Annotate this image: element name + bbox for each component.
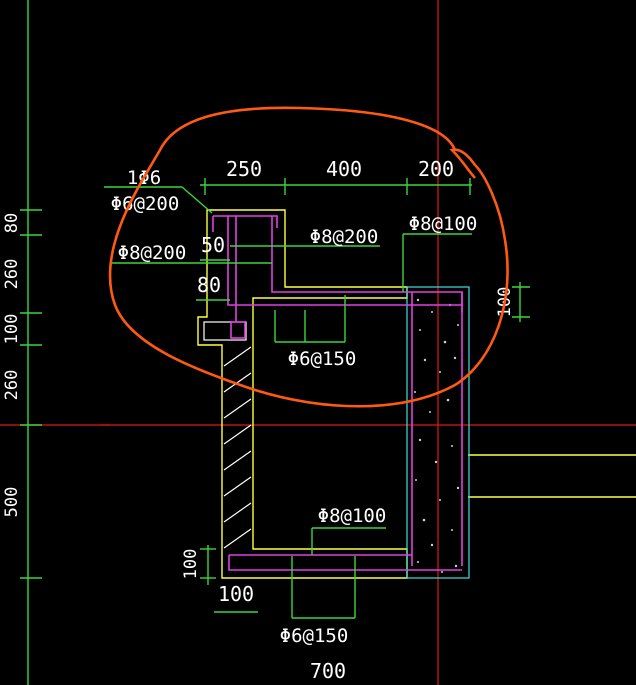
bottom-slab-bottom-rebar <box>228 555 462 571</box>
top-dim-250: 250 <box>226 157 262 181</box>
dim-700: 700 <box>310 659 346 683</box>
left-dim-500: 500 <box>2 487 22 518</box>
left-dim-260-upper: 260 <box>2 259 22 290</box>
leader <box>181 186 213 214</box>
note-phi6-200: Φ6@200 <box>111 193 180 215</box>
dim-50: 50 <box>201 233 225 257</box>
note-phi8-100-bottom: Φ8@100 <box>318 505 387 527</box>
top-rebar <box>213 215 278 228</box>
top-dim-200: 200 <box>418 157 454 181</box>
note-phi8-200-mid: Φ8@200 <box>310 226 379 248</box>
edge-block <box>203 321 247 341</box>
note-phi8-200-left: Φ8@200 <box>118 242 187 264</box>
left-dim-100: 100 <box>2 314 22 345</box>
edge-stirrup <box>230 321 246 339</box>
right-dim-100-group: 100 <box>495 282 530 322</box>
left-dimension-chain: 80 260 100 260 500 <box>2 0 42 685</box>
slab-bottom-rebar <box>227 216 462 306</box>
top-dim-400: 400 <box>326 157 362 181</box>
note-phi6-150-bottom: Φ6@150 <box>280 625 349 647</box>
wall-outline <box>406 286 470 579</box>
note-phi8-100-right: Φ8@100 <box>409 213 478 235</box>
left-small-dim-100: 100 <box>181 549 201 580</box>
top-dimension-chain: 250 400 200 <box>200 157 472 195</box>
left-dim-80: 80 <box>2 213 22 233</box>
left-dim-100-group: 100 <box>181 545 216 585</box>
note-phi6-150-mid: Φ6@150 <box>288 348 357 370</box>
left-dim-260-lower: 260 <box>2 370 22 401</box>
markup-freehand-circle <box>108 106 509 408</box>
rebar-lines <box>212 215 463 571</box>
dim-100-bottom: 100 <box>218 582 254 606</box>
masonry-hatch <box>223 346 252 549</box>
concrete-stipple <box>414 298 460 573</box>
leader-lines <box>104 186 472 619</box>
dim-80: 80 <box>197 273 221 297</box>
concrete-outline <box>197 209 636 579</box>
